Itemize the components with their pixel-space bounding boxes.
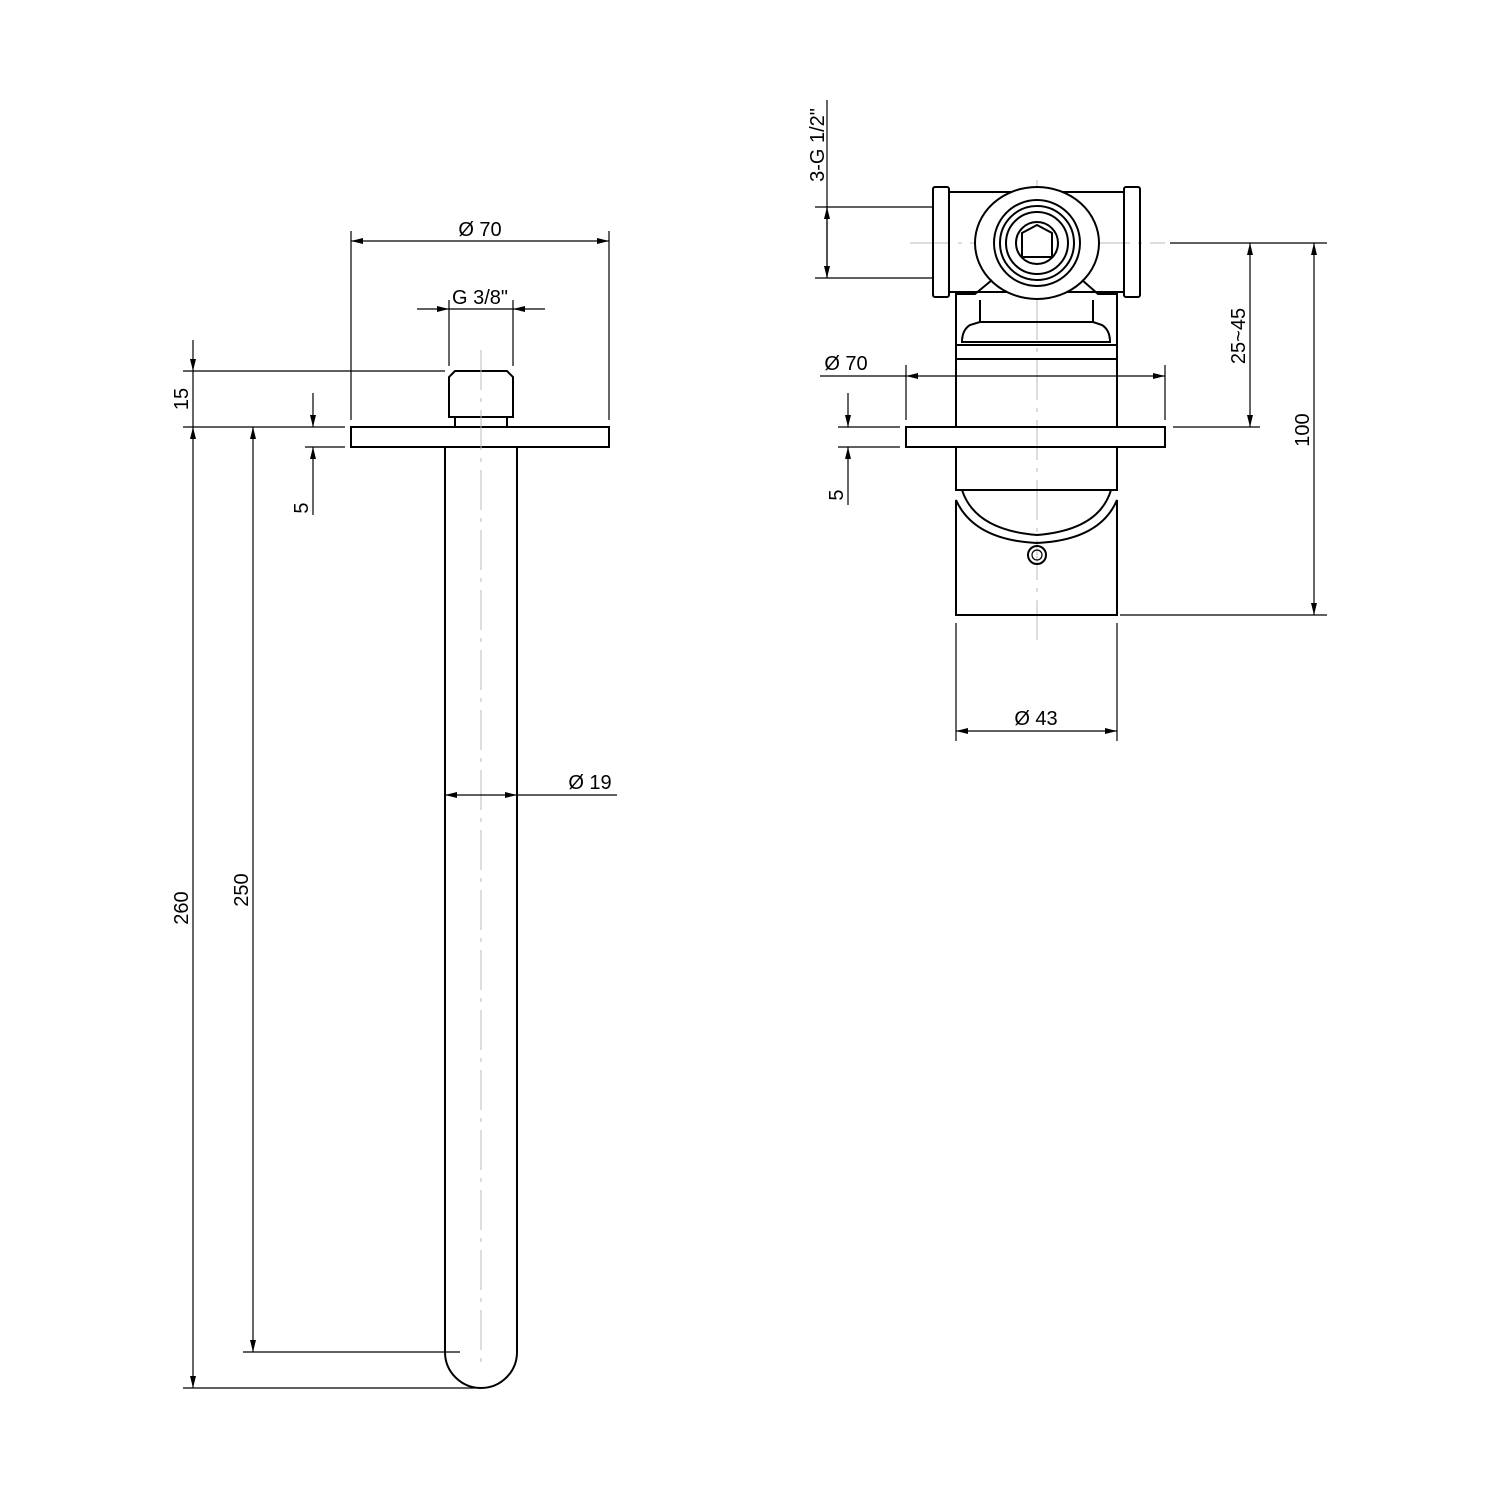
thread-nipple <box>448 370 514 418</box>
label-thread-size: G 3/8" <box>452 287 508 309</box>
valve-sleeve <box>955 446 1118 491</box>
label-front-flange-thickness: 5 <box>826 489 848 500</box>
label-overall-height: 100 <box>1292 413 1314 446</box>
spout-pipe <box>444 447 518 1389</box>
wall-flange <box>350 426 610 448</box>
spout-side-view: Ø 70 G 3/8" 15 5 260 250 Ø 19 <box>171 219 617 1389</box>
set-screw-icon <box>1027 545 1047 565</box>
label-thread-height: 15 <box>171 388 193 410</box>
valve-front-view: 3-G 1/2" Ø 70 5 25~45 100 Ø 43 <box>807 100 1327 741</box>
wall-flange-front <box>905 426 1166 448</box>
label-spout-length: 250 <box>231 873 253 906</box>
outlet-port <box>974 186 1100 300</box>
label-flange-diameter: Ø 70 <box>458 219 501 241</box>
valve-collar <box>955 344 1118 360</box>
inlet-left <box>932 186 950 298</box>
spindle-square <box>1021 223 1053 258</box>
label-handle-diameter: Ø 43 <box>1014 708 1057 730</box>
inlet-right <box>1123 186 1141 298</box>
label-wall-depth-range: 25~45 <box>1228 308 1250 364</box>
label-total-length: 260 <box>171 891 193 924</box>
handle <box>955 499 1118 616</box>
label-flange-thickness: 5 <box>291 502 313 513</box>
label-inlet-thread: 3-G 1/2" <box>807 108 829 182</box>
label-pipe-diameter: Ø 19 <box>568 772 611 794</box>
label-front-flange-diameter: Ø 70 <box>824 353 867 375</box>
